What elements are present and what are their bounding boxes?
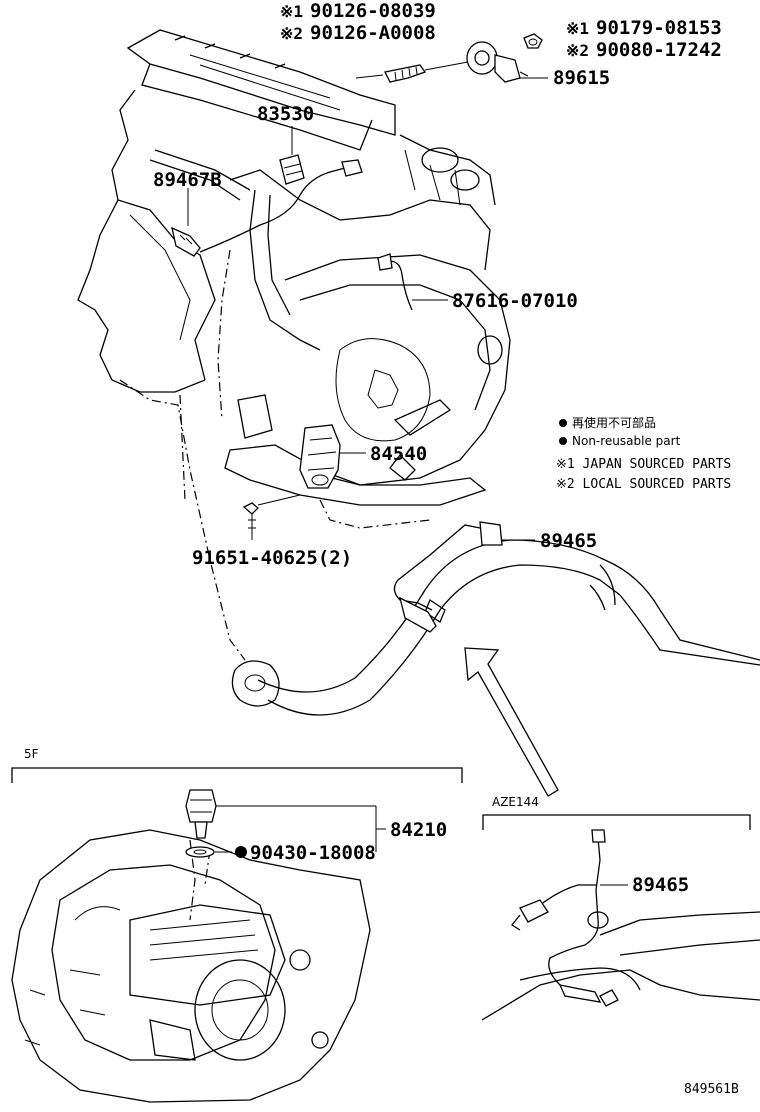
aze144-section-bracket xyxy=(482,814,751,830)
part-number-84540: 84540 xyxy=(370,443,427,465)
local-mark-a: ※2 xyxy=(280,24,303,43)
engine-drawing xyxy=(77,29,511,661)
transmission-drawing xyxy=(11,829,371,1103)
part-number-90179-08153: 90179-08153 xyxy=(596,17,722,39)
section-label-5f: 5F xyxy=(24,747,39,761)
stud-bolt-part xyxy=(355,61,469,83)
part-number-90080-17242: 90080-17242 xyxy=(596,39,722,61)
diagram-id: 849561B xyxy=(684,1082,739,1097)
part-number-91651-40625: 91651-40625(2) xyxy=(192,547,352,569)
legend-japan-sourced: ※1 JAPAN SOURCED PARTS xyxy=(556,457,731,472)
part-number-87616-07010: 87616-07010 xyxy=(452,290,578,312)
part-number-89465-exhaust: 89465 xyxy=(540,530,597,552)
legend-non-reusable-en: Non-reusable part xyxy=(572,434,681,448)
aze144-inset-drawing xyxy=(481,829,760,1021)
part-number-89465-aze144: 89465 xyxy=(632,874,689,896)
part-number-89615: 89615 xyxy=(553,67,610,89)
backup-lamp-switch-part xyxy=(185,789,386,858)
speed-sensor-part xyxy=(299,424,366,489)
legend-non-reusable-jp: 再使用不可部品 xyxy=(572,415,656,430)
jp-mark-a: ※1 xyxy=(280,2,303,21)
exhaust-pipe-drawing xyxy=(231,521,760,797)
knock-sensor-part xyxy=(466,41,548,83)
wire-harness-part xyxy=(377,253,448,311)
legend-local-sourced: ※2 LOCAL SOURCED PARTS xyxy=(556,477,731,492)
oil-pressure-switch-part xyxy=(279,126,305,185)
mounting-bolt-part xyxy=(242,494,301,540)
part-number-90126-a0008: 90126-A0008 xyxy=(310,22,436,44)
callout-labels: ※1 90126-08039 ※2 90126-A0008 ※1 90179-0… xyxy=(24,0,739,1097)
part-number-90126-08039: 90126-08039 xyxy=(310,0,436,22)
nut-part xyxy=(523,33,543,49)
legend-dot-icon-jp xyxy=(559,419,567,427)
part-number-83530: 83530 xyxy=(257,103,314,125)
section-label-aze144: AZE144 xyxy=(492,795,539,809)
part-number-89467b: 89467B xyxy=(153,169,222,191)
jp-mark-b: ※1 xyxy=(566,19,589,38)
non-reusable-dot-icon xyxy=(235,846,247,858)
part-number-84210: 84210 xyxy=(390,819,447,841)
part-number-90430-18008: 90430-18008 xyxy=(250,842,376,864)
5f-section-bracket xyxy=(11,767,463,783)
legend-dot-icon-en xyxy=(559,437,567,445)
af-sensor-part xyxy=(171,159,363,257)
local-mark-b: ※2 xyxy=(566,41,589,60)
